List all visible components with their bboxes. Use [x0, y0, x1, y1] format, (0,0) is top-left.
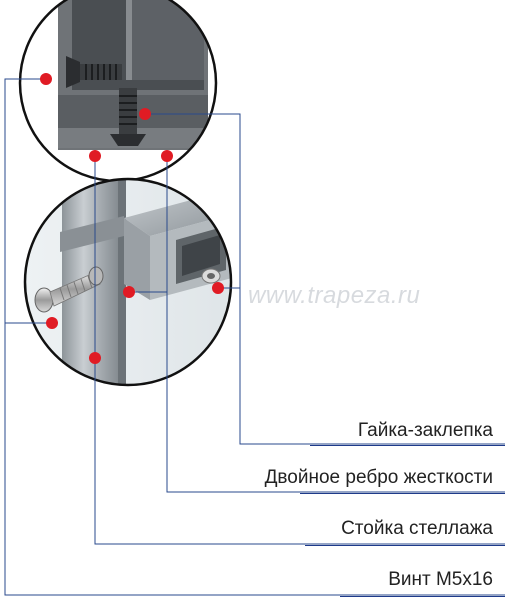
marker-rib-bottom — [123, 286, 135, 298]
marker-post-top — [89, 150, 101, 162]
leader-rib — [166, 156, 505, 493]
leader-nut — [143, 113, 505, 445]
leader-lines — [4, 78, 505, 596]
screw-horizontal-detail — [66, 56, 122, 88]
label-rule-post — [305, 545, 505, 546]
leader-post — [94, 156, 505, 545]
label-screw: Винт М5х16 — [388, 569, 493, 590]
label-rack-post: Стойка стеллажа — [341, 518, 493, 539]
markers — [40, 73, 224, 364]
label-rule-rib — [300, 493, 505, 494]
detail-circle-top — [18, 0, 218, 183]
label-rule-screw — [340, 596, 505, 597]
detail-circle-bottom — [23, 177, 233, 387]
leader-screw — [4, 78, 505, 596]
watermark: www.trapeza.ru — [248, 282, 421, 309]
marker-screw-bottom — [46, 317, 58, 329]
marker-nut-top — [139, 108, 151, 120]
screw-vertical-detail — [110, 88, 146, 146]
marker-nut-bottom — [212, 282, 224, 294]
marker-rib-top — [161, 150, 173, 162]
label-rivet-nut: Гайка-заклепка — [357, 420, 493, 441]
marker-post-bottom — [89, 352, 101, 364]
label-stiffening-rib: Двойное ребро жесткости — [264, 467, 493, 488]
marker-screw-top — [40, 73, 52, 85]
screw-bottom-detail — [34, 266, 104, 313]
label-rule-nut — [310, 445, 505, 446]
